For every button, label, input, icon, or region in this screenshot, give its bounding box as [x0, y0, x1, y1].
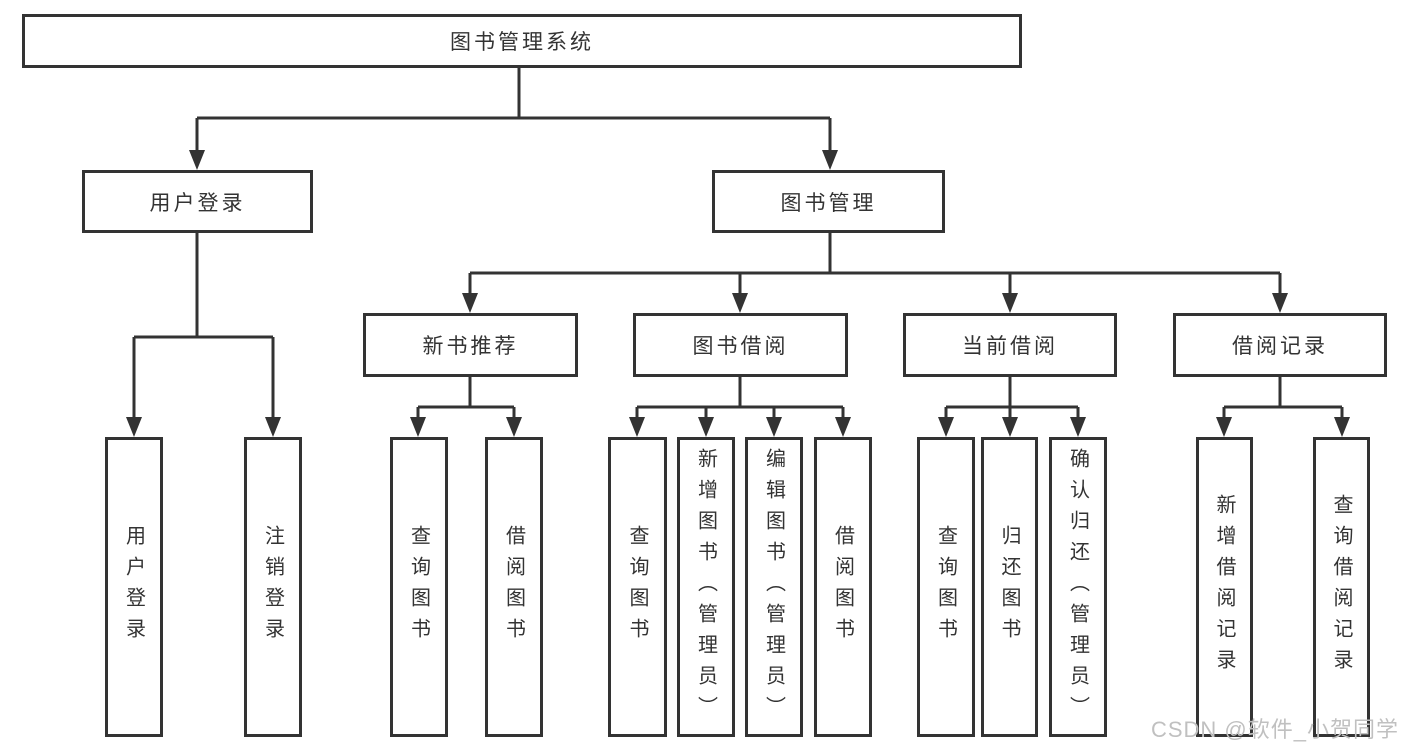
- leaf-confirm-return-admin: 确认归还（管理员）: [1049, 437, 1107, 737]
- node-label: 新书推荐: [422, 335, 519, 358]
- connector-new-book-branch: [416, 377, 516, 419]
- leaf-borrow-books-borrowing: 借阅图书: [814, 437, 872, 737]
- node-new-book-recommend: 新书推荐: [363, 313, 578, 377]
- node-user-login: 用户登录: [82, 170, 313, 233]
- leaf-label: 查询借阅记录: [1330, 494, 1352, 680]
- leaf-label: 归还图书: [998, 525, 1020, 649]
- leaf-label: 编辑图书（管理员）: [762, 447, 785, 727]
- node-current-borrowing: 当前借阅: [903, 313, 1117, 377]
- arrowheads-borrowing-records-branch: [1216, 417, 1350, 437]
- connector-current-borrowing-branch: [944, 377, 1080, 419]
- node-label: 用户登录: [149, 191, 246, 215]
- connector-root-branch: [195, 68, 832, 152]
- node-library-management-system: 图书管理系统: [22, 14, 1022, 68]
- arrowheads-book-management-branch: [462, 293, 1288, 313]
- leaf-user-login: 用户登录: [105, 437, 163, 737]
- connector-book-management-branch: [468, 233, 1282, 295]
- leaf-label: 查询图书: [626, 525, 648, 649]
- leaf-query-books-borrowing: 查询图书: [608, 437, 667, 737]
- leaf-label: 查询图书: [407, 525, 430, 649]
- leaf-label: 新增图书（管理员）: [694, 447, 717, 727]
- leaf-label: 新增借阅记录: [1213, 494, 1235, 680]
- connector-borrowing-records-branch: [1222, 377, 1344, 419]
- arrowheads-current-borrowing-branch: [938, 417, 1086, 437]
- node-label: 图书管理系统: [450, 31, 594, 54]
- leaf-add-borrow-record: 新增借阅记录: [1196, 437, 1253, 737]
- leaf-logout: 注销登录: [244, 437, 302, 737]
- node-label: 当前借阅: [962, 335, 1058, 358]
- arrowheads-root-branch: [189, 150, 838, 170]
- node-borrowing-records: 借阅记录: [1173, 313, 1387, 377]
- leaf-edit-books-admin: 编辑图书（管理员）: [745, 437, 803, 737]
- leaf-label: 借阅图书: [831, 525, 854, 649]
- leaf-label: 确认归还（管理员）: [1066, 447, 1089, 727]
- leaf-query-books-recommend: 查询图书: [390, 437, 448, 737]
- node-book-borrowing: 图书借阅: [633, 313, 848, 377]
- leaf-return-books: 归还图书: [981, 437, 1038, 737]
- arrowheads-book-borrowing-branch: [629, 417, 851, 437]
- leaf-label: 注销登录: [261, 525, 284, 649]
- node-label: 图书管理: [780, 191, 877, 215]
- connector-book-borrowing-branch: [635, 377, 845, 419]
- leaf-label: 用户登录: [122, 525, 145, 649]
- node-label: 图书借阅: [692, 335, 789, 358]
- leaf-label: 借阅图书: [502, 525, 525, 649]
- watermark: CSDN @软件_小贺同学: [1150, 717, 1399, 742]
- leaf-borrow-books-recommend: 借阅图书: [485, 437, 543, 737]
- leaf-label: 查询图书: [934, 525, 957, 649]
- arrowheads-new-book-branch: [410, 417, 522, 437]
- leaf-add-books-admin: 新增图书（管理员）: [677, 437, 735, 737]
- node-label: 借阅记录: [1232, 335, 1328, 358]
- arrowheads-user-login-branch: [126, 417, 281, 437]
- node-book-management: 图书管理: [712, 170, 945, 233]
- connector-user-login-branch: [132, 233, 275, 419]
- leaf-query-borrow-record: 查询借阅记录: [1313, 437, 1370, 737]
- leaf-query-books-current: 查询图书: [917, 437, 975, 737]
